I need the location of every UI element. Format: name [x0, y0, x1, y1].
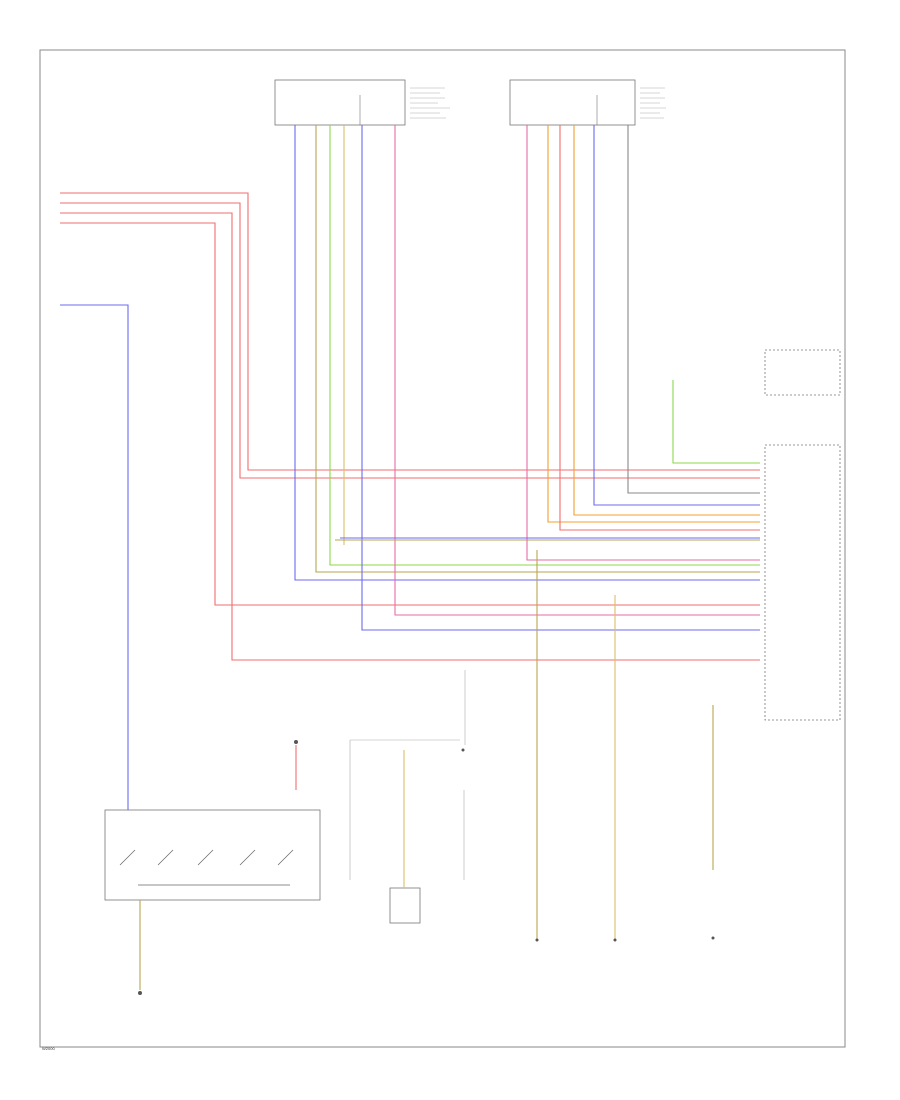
wire-red-2: [60, 202, 760, 479]
wire-gray-tr: [627, 125, 760, 494]
module-top-right: [509, 79, 666, 126]
ground-symbols: [138, 740, 715, 995]
wire-green-tl: [329, 125, 760, 566]
wire-orange-tr-1: [547, 125, 760, 523]
wire-blue-tl-1: [294, 125, 760, 581]
wire-blue-tr: [593, 125, 760, 506]
connector-block-right: [764, 349, 841, 721]
wire-pink-tr: [526, 125, 760, 561]
wire-pink-tl: [394, 125, 760, 616]
wire-red-tr: [559, 125, 760, 531]
diagram-frame: [39, 49, 846, 1048]
wire-orange-tr-2: [573, 125, 760, 516]
page-code: W2000: [42, 1046, 55, 1051]
wire-blue-left: [60, 304, 129, 810]
wire-green-upper: [672, 380, 760, 464]
module-top-left: [274, 79, 450, 126]
wire-olive-tl: [315, 125, 760, 573]
wire-blue-tl-2: [361, 125, 760, 631]
wire-red-1: [60, 192, 760, 471]
component-box-small: [389, 887, 421, 924]
switch-block: [104, 809, 321, 901]
wire-red-4: [60, 222, 760, 606]
wire-red-3: [60, 212, 760, 661]
